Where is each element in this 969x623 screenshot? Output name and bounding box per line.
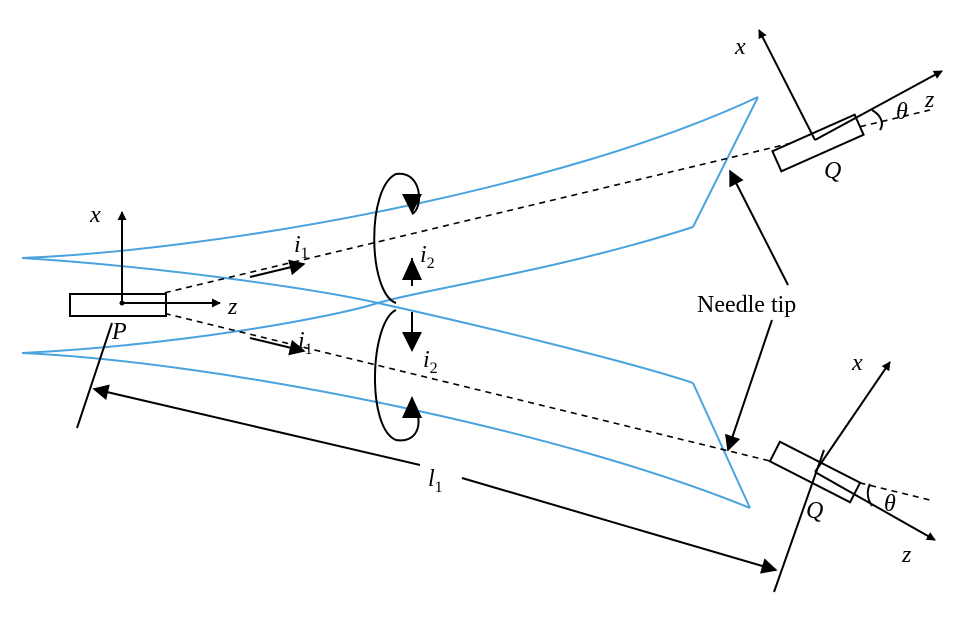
lower-q-label: Q xyxy=(806,498,823,524)
length-dimension: l1 xyxy=(92,384,778,574)
needle-tip-annotation: Needle tip xyxy=(697,169,796,452)
base-needle-body xyxy=(69,293,167,317)
trajectories xyxy=(121,109,931,501)
upper-tip-frame-q: x z θ Q xyxy=(734,29,943,184)
upper-rotation-head-up xyxy=(402,258,422,280)
lower-rotation-head-down xyxy=(402,332,422,352)
l1-arrow-left xyxy=(92,384,421,466)
upper-needle-body xyxy=(771,113,865,173)
lower-tip-frame-q: x z θ Q xyxy=(768,350,936,593)
upper-i1-label: i1 xyxy=(294,232,309,262)
upper-i1-arrow xyxy=(249,259,306,278)
lower-rotation-arc xyxy=(374,309,420,442)
lower-q-x-axis xyxy=(814,361,891,473)
upper-i2-label: i2 xyxy=(420,242,435,272)
lower-i2-label: i2 xyxy=(423,347,438,377)
lower-q-z-label: z xyxy=(901,542,912,568)
needle-tip-arrow-upper xyxy=(729,169,789,286)
l1-arrow-right xyxy=(461,477,778,574)
lower-theta-arc xyxy=(866,483,873,507)
upper-q-z-label: z xyxy=(924,87,935,113)
base-x-label: x xyxy=(89,202,101,228)
upper-q-z-axis xyxy=(814,70,943,141)
direction-vectors: i1 i1 xyxy=(249,232,313,358)
lower-i1-arrow xyxy=(249,337,306,356)
base-z-label: z xyxy=(227,294,238,320)
upper-q-x-axis xyxy=(758,29,816,141)
upper-rotation-head-down xyxy=(402,194,422,214)
upper-path-outer xyxy=(21,96,759,259)
lower-q-z-axis xyxy=(814,471,936,541)
base-frame-p: x z P xyxy=(69,202,238,429)
upper-q-label: Q xyxy=(824,158,841,184)
base-reference-line xyxy=(76,322,113,429)
lower-i1-label: i1 xyxy=(298,328,313,358)
needle-tip-label: Needle tip xyxy=(697,292,796,318)
upper-theta-label: θ xyxy=(896,99,908,125)
upper-q-x-label: x xyxy=(734,34,746,60)
lower-reference-line xyxy=(773,449,825,593)
lower-theta-label: θ xyxy=(884,491,896,517)
rotation-symbols: i2 i2 xyxy=(373,172,438,442)
lower-path-outer xyxy=(21,257,694,384)
point-p-label: P xyxy=(111,319,127,345)
origin-point xyxy=(119,300,125,306)
lower-q-x-label: x xyxy=(851,350,863,376)
needle-paths xyxy=(21,96,759,509)
lower-path-tip xyxy=(692,382,751,509)
lower-rotation-head-up xyxy=(402,396,422,418)
l1-label: l1 xyxy=(428,466,443,496)
upper-path-tip xyxy=(692,96,759,228)
needle-tip-arrow-lower xyxy=(725,319,773,452)
upper-theta-arc xyxy=(871,109,883,131)
lower-path-inner xyxy=(21,352,751,509)
